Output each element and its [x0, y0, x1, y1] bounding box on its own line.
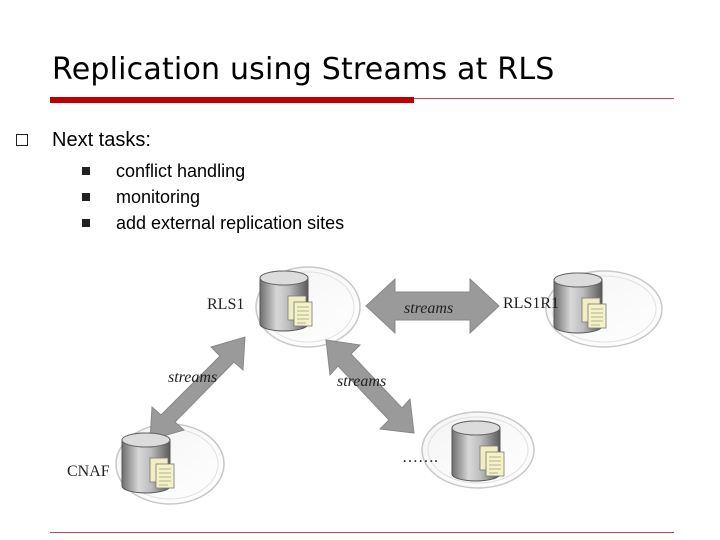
square-bullet-icon — [82, 167, 90, 175]
database-server-icon — [259, 270, 313, 332]
footer-divider — [50, 532, 674, 533]
square-bullet-icon — [82, 219, 90, 227]
square-bullet-icon — [82, 193, 90, 201]
list-item-text: add external replication sites — [116, 213, 345, 233]
double-arrow-rls1-other — [325, 339, 415, 434]
edge-label-streams: streams — [404, 300, 453, 317]
list-item-text: monitoring — [116, 187, 201, 207]
edge-label-streams: streams — [168, 369, 217, 386]
page-title: Replication using Streams at RLS — [52, 52, 555, 87]
database-server-icon — [553, 272, 607, 334]
hollow-square-bullet-icon — [16, 134, 28, 146]
double-arrow-rls1-rls1r1 — [365, 277, 500, 335]
database-server-icon — [451, 420, 505, 482]
main-bullet-text: Next tasks: — [52, 129, 151, 151]
node-label-cnaf: CNAF — [67, 463, 110, 480]
title-accent-bar — [50, 97, 414, 103]
node-label-rls1: RLS1 — [207, 296, 244, 313]
node-label-rls1r1: RLS1R1 — [503, 295, 559, 312]
node-label-other: ……. — [402, 449, 438, 466]
database-server-icon — [121, 432, 175, 494]
double-arrow-rls1-cnaf — [149, 336, 246, 441]
edge-label-streams: streams — [337, 373, 386, 390]
list-item-text: conflict handling — [116, 161, 246, 181]
